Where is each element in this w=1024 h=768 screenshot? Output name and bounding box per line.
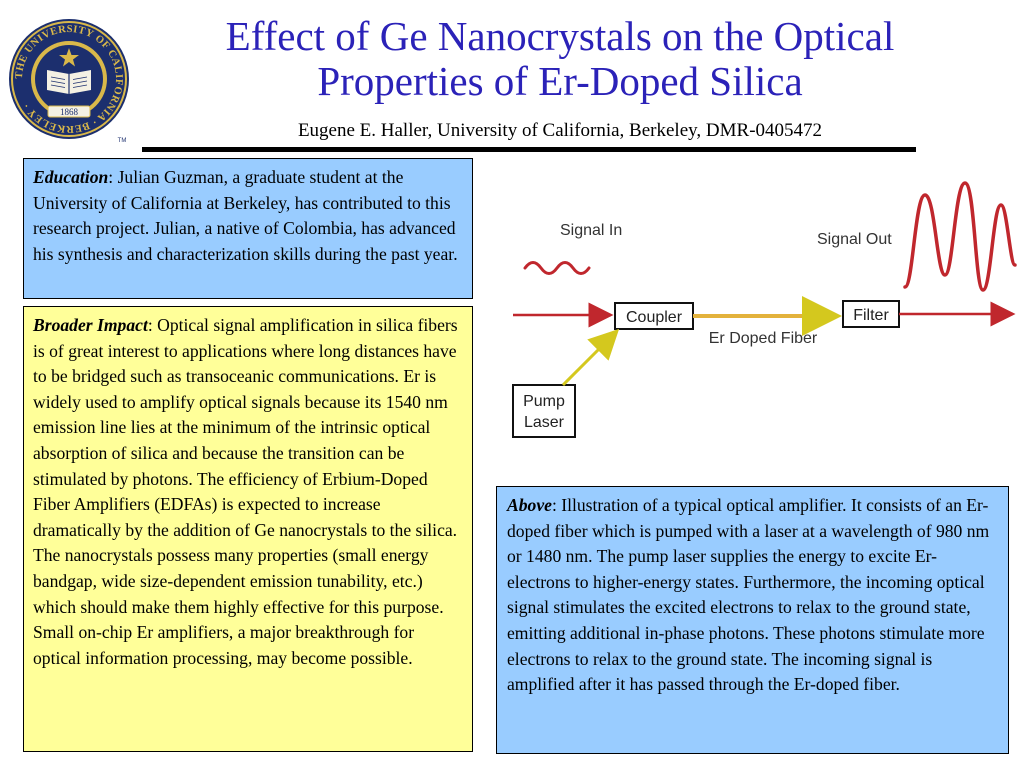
education-lead: Education (33, 167, 109, 187)
optical-amplifier-diagram: Signal In Signal Out Coupler Er Doped Fi… (512, 181, 1017, 438)
impact-text: : Optical signal amplification in silica… (33, 315, 458, 668)
output-signal-wave (903, 181, 1017, 292)
broader-impact-box: Broader Impact: Optical signal amplifica… (23, 306, 473, 752)
author-byline: Eugene E. Haller, University of Californ… (297, 120, 823, 141)
pump-laser-box (512, 384, 576, 438)
pump-label-line-1: Pump (523, 393, 565, 410)
education-box: Education: Julian Guzman, a graduate stu… (23, 158, 473, 299)
input-signal-wave (523, 261, 591, 275)
impact-lead: Broader Impact (33, 315, 148, 335)
pump-label-line-2: Laser (524, 414, 565, 431)
title-line-2: Properties of Er-Doped Silica (317, 58, 803, 104)
above-lead: Above (507, 495, 552, 515)
university-seal-logo: THE UNIVERSITY OF CALIFORNIA · BERKELEY … (9, 19, 129, 144)
filter-box (842, 300, 900, 328)
coupler-box (614, 302, 694, 330)
title-line-1: Effect of Ge Nanocrystals on the Optical (225, 13, 895, 59)
filter-label: Filter (853, 307, 889, 324)
above-text: : Illustration of a typical optical ampl… (507, 495, 990, 695)
fiber-label: Er Doped Fiber (709, 330, 818, 347)
header-divider (142, 147, 916, 152)
above-caption-box: Above: Illustration of a typical optical… (496, 486, 1009, 754)
signal-out-label: Signal Out (817, 231, 892, 248)
seal-year: 1868 (60, 107, 79, 117)
pump-arrow (561, 328, 620, 387)
trademark-mark: TM (118, 138, 127, 144)
coupler-label: Coupler (626, 309, 683, 326)
page-title: Effect of Ge Nanocrystals on the Optical… (150, 14, 970, 104)
education-text: : Julian Guzman, a graduate student at t… (33, 167, 458, 264)
signal-in-label: Signal In (560, 222, 622, 239)
